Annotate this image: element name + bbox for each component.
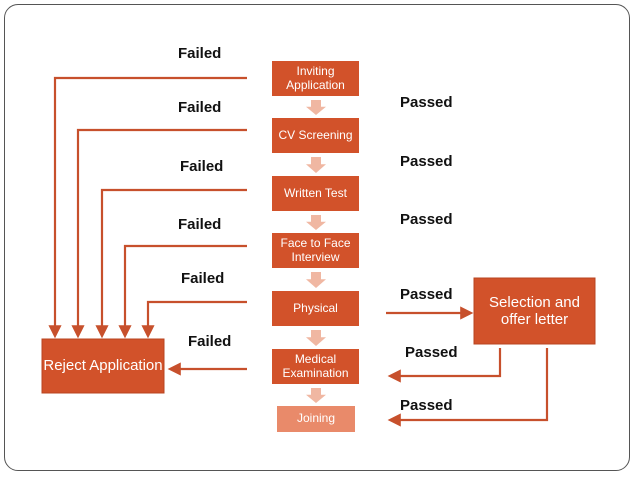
small-down-arrow-4 bbox=[306, 272, 326, 288]
small-down-arrow-6 bbox=[306, 388, 326, 403]
small-down-arrow-5 bbox=[306, 330, 326, 346]
passed-arrow-to-medical bbox=[387, 348, 502, 383]
step-box-physical bbox=[272, 291, 359, 326]
small-down-arrow-2 bbox=[306, 157, 326, 173]
selection-offer-letter-box bbox=[473, 277, 596, 345]
passed-label-4: Passed bbox=[400, 286, 453, 303]
passed-label-2: Passed bbox=[400, 153, 453, 170]
failed-arrow-3 bbox=[95, 188, 247, 339]
passed-label-1: Passed bbox=[400, 94, 453, 111]
step-box-medical-examination bbox=[272, 349, 359, 384]
passed-arrow-to-joining bbox=[387, 348, 549, 427]
step-box-written-test bbox=[272, 176, 359, 211]
failed-arrow-5 bbox=[141, 300, 247, 339]
failed-label-4: Failed bbox=[178, 216, 222, 233]
failed-arrow-1 bbox=[48, 76, 247, 339]
failed-arrow-2 bbox=[71, 128, 247, 339]
arrows-layer bbox=[48, 76, 549, 427]
step-box-face-to-face-interview bbox=[272, 233, 359, 268]
passed-label-3: Passed bbox=[400, 211, 453, 228]
failed-arrow-4 bbox=[118, 244, 247, 339]
failed-label-2: Failed bbox=[178, 99, 222, 116]
step-box-cv-screening bbox=[272, 118, 359, 153]
failed-label-1: Failed bbox=[178, 45, 222, 62]
boxes-layer bbox=[41, 61, 596, 432]
step-box-joining bbox=[277, 406, 355, 432]
reject-application-box bbox=[41, 338, 165, 394]
step-box-inviting-application bbox=[272, 61, 359, 96]
failed-label-5: Failed bbox=[181, 270, 225, 287]
failed-label-6: Failed bbox=[188, 333, 232, 350]
passed-label-6: Passed bbox=[400, 397, 453, 414]
failed-label-3: Failed bbox=[180, 158, 224, 175]
small-down-arrow-3 bbox=[306, 215, 326, 230]
small-down-arrow-1 bbox=[306, 100, 326, 115]
passed-label-5: Passed bbox=[405, 344, 458, 361]
